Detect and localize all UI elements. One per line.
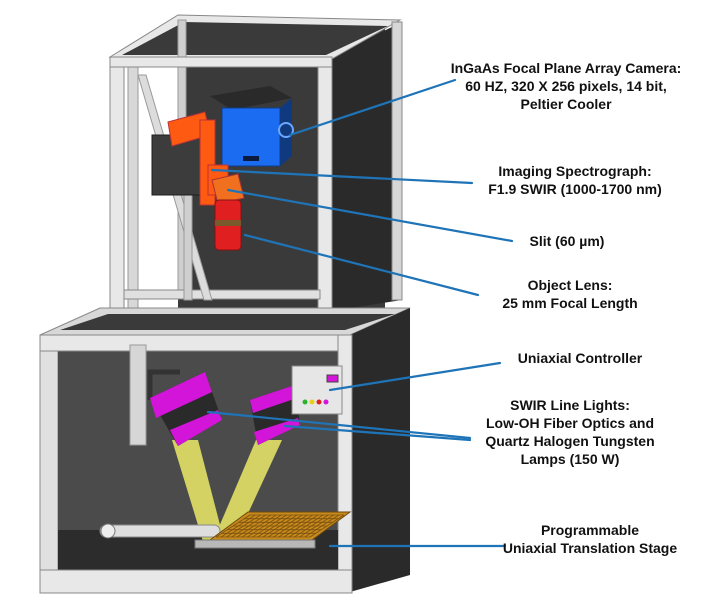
object-lens-ring: [215, 220, 241, 226]
controller-label: Uniaxial Controller: [495, 349, 665, 367]
camera-fan-icon: [278, 122, 294, 138]
camera-brand-label: [243, 156, 259, 161]
camera-fan-side: [280, 98, 292, 166]
tray-grid-lines: [215, 514, 345, 538]
spectrograph-label-line-2: F1.9 SWIR (1000-1700 nm): [488, 181, 662, 197]
left-light-arm: [147, 369, 180, 400]
stage-label-line-2: Uniaxial Translation Stage: [502, 540, 678, 556]
stage-motor-end: [100, 523, 116, 539]
lights-label: SWIR Line Lights: Low-OH Fiber Optics an…: [465, 396, 675, 468]
lights-label-line-3: Quartz Halogen Tungsten: [485, 433, 655, 449]
lower-left-side-panel: [39, 334, 59, 594]
light-beams: [172, 440, 282, 548]
lens-label-line-1: Object Lens:: [527, 277, 613, 293]
lower-right-side-panel: [350, 308, 410, 592]
right-light-beam: [210, 440, 282, 548]
camera-label: InGaAs Focal Plane Array Camera: 60 HZ, …: [430, 59, 702, 113]
lens-label-line-2: 25 mm Focal Length: [502, 295, 638, 311]
camera-top: [210, 86, 292, 110]
frame-post-front-right: [317, 56, 333, 323]
lens-leader-line: [243, 233, 480, 297]
camera-body: [221, 107, 281, 167]
frame-crossbar-mid: [123, 289, 321, 300]
right-line-light-face: [250, 385, 297, 413]
lights-leader-line-left: [206, 410, 472, 440]
slit-label: Slit (60 µm): [512, 232, 622, 250]
camera-label-line-3: Peltier Cooler: [520, 96, 612, 112]
slit-label-line-1: Slit (60 µm): [529, 233, 605, 249]
controller-display: [326, 374, 339, 383]
stage-base-plate: [194, 539, 316, 549]
left-line-light-bottom: [170, 410, 222, 446]
left-line-light-face: [150, 372, 212, 418]
camera-leader-line: [288, 78, 457, 137]
controller-leader-line: [328, 361, 502, 392]
lights-label-line-4: Lamps (150 W): [520, 451, 620, 467]
controller-led-green: [302, 399, 308, 405]
stage-rail: [99, 524, 221, 538]
spectrograph-label: Imaging Spectrograph: F1.9 SWIR (1000-17…: [465, 162, 685, 198]
left-light-beam: [172, 440, 226, 548]
stage-label: Programmable Uniaxial Translation Stage: [490, 521, 690, 557]
controller-led-red: [316, 399, 322, 405]
controller-label-line-1: Uniaxial Controller: [517, 350, 643, 366]
rear-vertical-rail: [129, 344, 147, 446]
lens-label: Object Lens: 25 mm Focal Length: [480, 276, 660, 312]
slit-leader-line: [226, 188, 514, 243]
frame-crossbar-top: [109, 56, 333, 68]
stage-label-line-1: Programmable: [540, 522, 640, 538]
lights-label-line-1: SWIR Line Lights:: [510, 397, 630, 413]
camera-assembly: [151, 86, 294, 251]
right-line-light-bottom: [254, 418, 300, 445]
controller-led-yellow: [309, 399, 315, 405]
frame-post-inner-left: [127, 61, 139, 318]
camera-label-line-1: InGaAs Focal Plane Array Camera:: [450, 60, 682, 76]
lower-front-top-rail: [39, 334, 351, 352]
leader-lines: [206, 78, 514, 548]
camera-label-line-2: 60 HZ, 320 X 256 pixels, 14 bit,: [465, 78, 667, 94]
spectrograph-label-line-1: Imaging Spectrograph:: [498, 163, 652, 179]
controller-led-magenta: [323, 399, 329, 405]
lower-cabinet: [39, 307, 411, 594]
lights-label-line-2: Low-OH Fiber Optics and: [485, 415, 654, 431]
frame-vertical-rail: [183, 189, 193, 301]
lower-top-inner: [60, 314, 395, 330]
frame-post-back-right: [391, 21, 403, 301]
frame-post-front-left: [109, 56, 125, 323]
line-lights: [147, 369, 300, 446]
upper-right-side-panel: [325, 22, 402, 312]
lower-front-bottom-rail: [39, 569, 353, 594]
spectrograph-leader-line: [210, 168, 474, 185]
lights-leader-line-right: [283, 424, 472, 442]
upper-top-inner: [122, 22, 388, 55]
